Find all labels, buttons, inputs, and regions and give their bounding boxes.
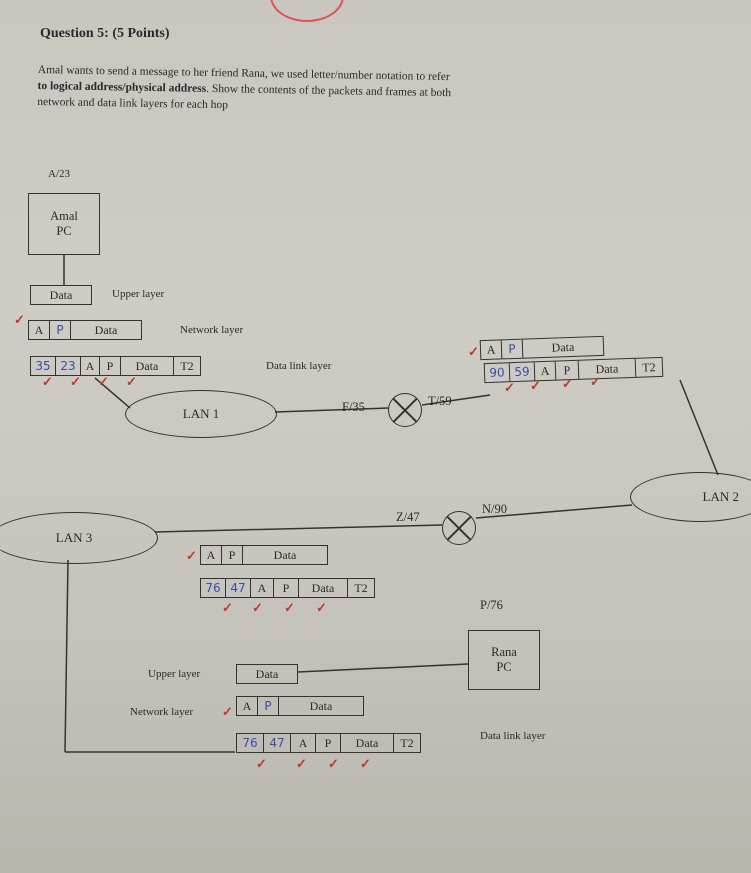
network-layer-label: Network layer xyxy=(180,324,244,336)
question-title: Question 5: (5 Points) xyxy=(40,26,170,41)
hop3-frame: 76 47 A P Data T2 xyxy=(200,578,375,598)
router2-icon xyxy=(442,511,476,545)
check-mark: ✓ xyxy=(98,374,109,389)
lan2: LAN 2 xyxy=(630,472,751,522)
router1-right-address: T/59 xyxy=(428,394,452,408)
amal-network-packet: A P Data xyxy=(28,320,142,340)
amal-pc: Amal PC xyxy=(28,193,100,255)
check-mark: ✓ xyxy=(126,374,137,389)
check-mark: ✓ xyxy=(562,376,573,391)
lan1: LAN 1 xyxy=(125,390,277,438)
rana-pc: Rana PC xyxy=(468,630,540,690)
router1-left-address: F/35 xyxy=(342,400,365,414)
check-mark: ✓ xyxy=(504,380,515,395)
hop3-network-packet: A P Data xyxy=(200,545,328,565)
router2-left-address: Z/47 xyxy=(396,510,420,524)
rana-address: P/76 xyxy=(480,598,503,612)
check-mark: ✓ xyxy=(328,756,339,771)
upper-layer-label: Upper layer xyxy=(112,288,165,300)
rana-network-packet: A P Data xyxy=(236,696,364,716)
router2-right-address: N/90 xyxy=(482,502,507,516)
check-mark: ✓ xyxy=(222,704,233,719)
check-mark: ✓ xyxy=(222,600,233,615)
router1-icon xyxy=(388,393,422,427)
check-mark: ✓ xyxy=(252,600,263,615)
network-layer-label: Network layer xyxy=(130,706,194,718)
rana-upper-frame: Data xyxy=(236,664,298,684)
datalink-layer-label: Data link layer xyxy=(480,730,546,742)
check-mark: ✓ xyxy=(284,600,295,615)
check-mark: ✓ xyxy=(42,374,53,389)
amal-upper-frame: Data xyxy=(30,285,92,305)
lan3: LAN 3 xyxy=(0,512,158,564)
hop1-frame: 35 23 A P Data T2 xyxy=(30,356,201,376)
datalink-layer-label: Data link layer xyxy=(266,360,332,372)
check-mark: ✓ xyxy=(360,756,371,771)
upper-layer-label: Upper layer xyxy=(148,668,201,680)
check-mark: ✓ xyxy=(14,312,25,327)
amal-address: A/23 xyxy=(48,168,70,180)
check-mark: ✓ xyxy=(256,756,267,771)
check-mark: ✓ xyxy=(530,378,541,393)
check-mark: ✓ xyxy=(70,374,81,389)
check-mark: ✓ xyxy=(468,344,479,359)
check-mark: ✓ xyxy=(296,756,307,771)
check-mark: ✓ xyxy=(316,600,327,615)
check-mark: ✓ xyxy=(186,548,197,563)
rana-datalink-frame: 76 47 A P Data T2 xyxy=(236,733,421,753)
check-mark: ✓ xyxy=(590,374,601,389)
